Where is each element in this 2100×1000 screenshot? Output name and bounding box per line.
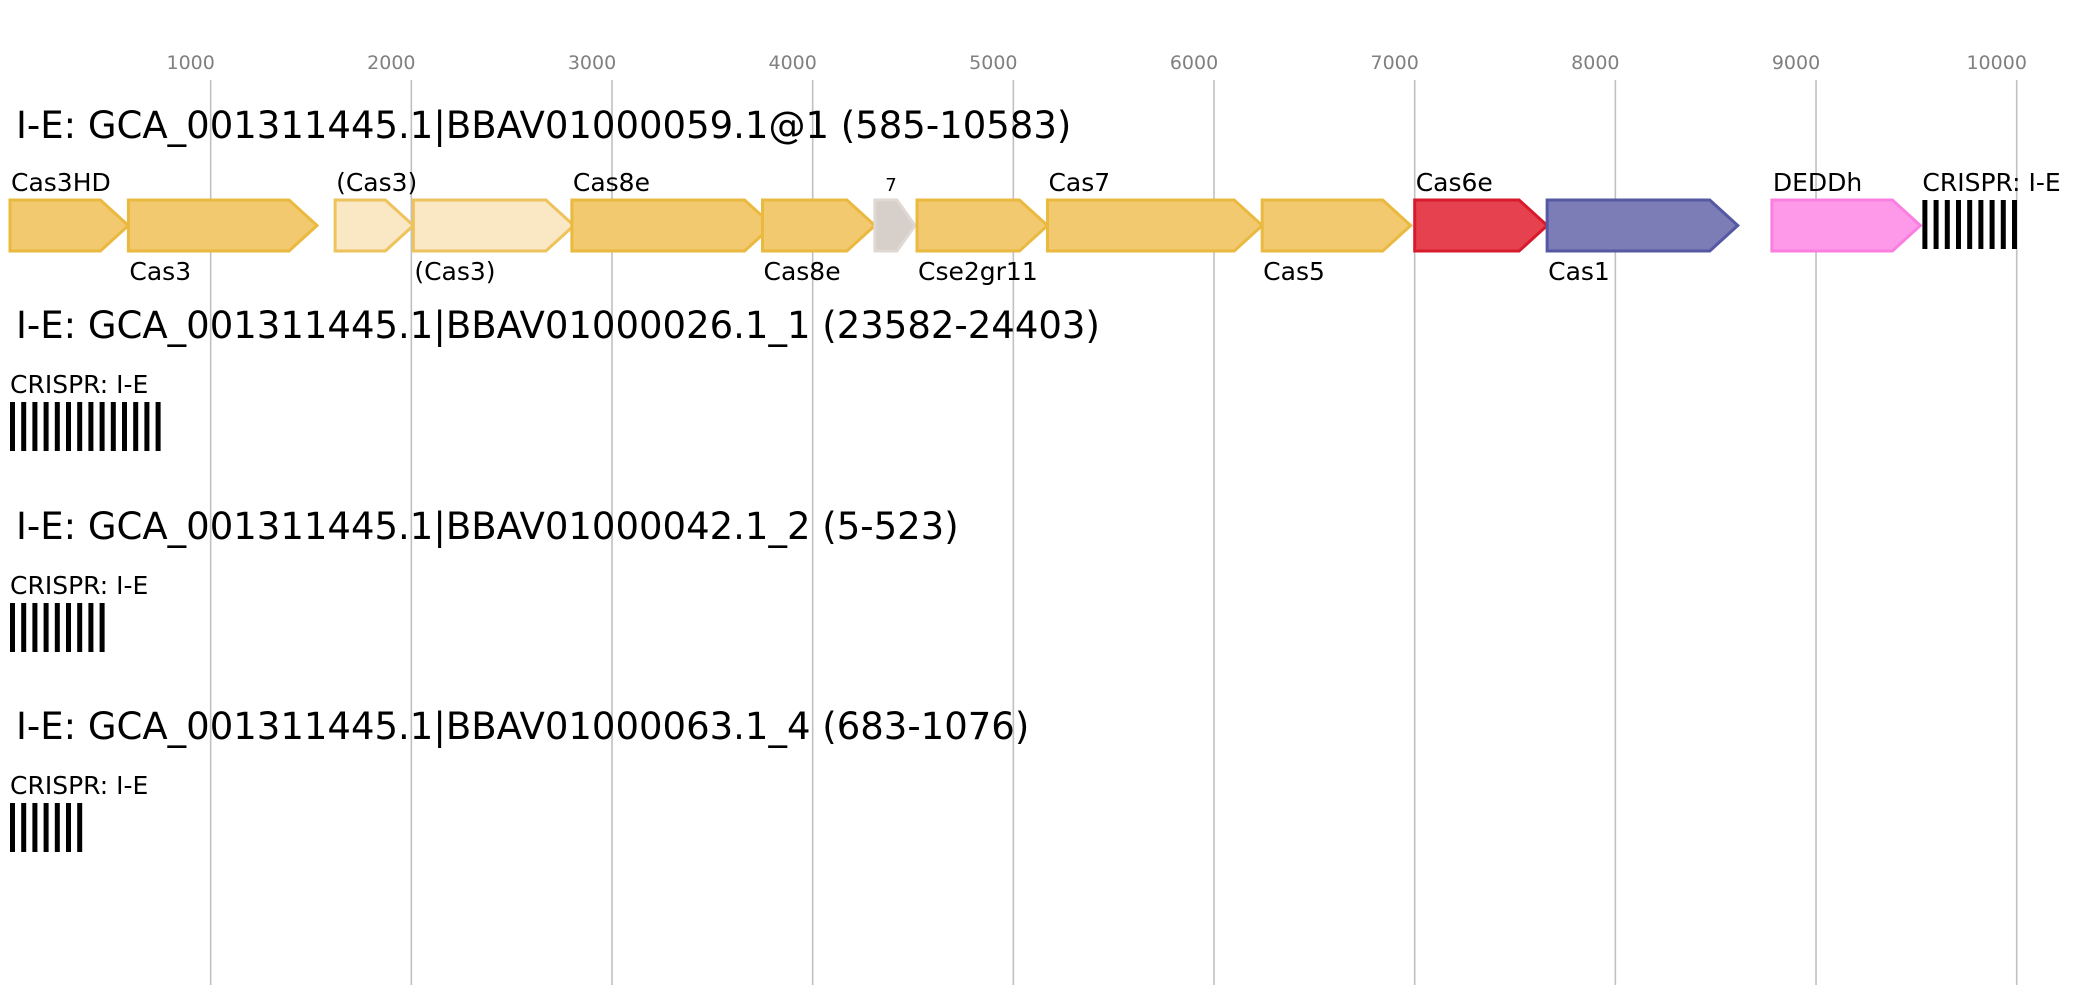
gene-label: Cas5 xyxy=(1263,257,1325,286)
crispr-repeat xyxy=(43,603,49,652)
crispr-array-label: CRISPR: I-E xyxy=(10,571,148,600)
gene-arrow[interactable] xyxy=(873,198,917,253)
crispr-repeat xyxy=(77,402,83,451)
gene-arrow[interactable] xyxy=(570,198,775,253)
crispr-repeat xyxy=(43,402,49,451)
tick-label: 9000 xyxy=(1772,52,1820,74)
crispr-repeat xyxy=(88,402,94,451)
axis-ticks: 1000 2000 3000 4000 5000 6000 7000 8000 9000 1000… xyxy=(166,52,2026,74)
locus-track: I-E: GCA_001311445.1|BBAV01000063.1_4 (6… xyxy=(10,705,1029,852)
crispr-repeat xyxy=(88,603,94,652)
loci: I-E: GCA_001311445.1|BBAV01000059.1@1 (5… xyxy=(8,104,2061,852)
tick-label: 7000 xyxy=(1371,52,1419,74)
gene-label: Cas3 xyxy=(129,257,191,286)
crispr-repeat xyxy=(155,402,161,451)
tick-label: 1000 xyxy=(166,52,214,74)
crispr-repeat xyxy=(54,803,60,852)
crispr-repeat xyxy=(1933,200,1939,249)
gene-label: DEDDh xyxy=(1773,168,1862,197)
tick-label: 8000 xyxy=(1571,52,1619,74)
crispr-repeat xyxy=(32,603,38,652)
crispr-repeat xyxy=(43,803,49,852)
crispr-repeat xyxy=(54,402,60,451)
crispr-repeat xyxy=(2011,200,2017,249)
tick-label: 10000 xyxy=(1966,52,2026,74)
crispr-repeat xyxy=(144,402,150,451)
crispr-repeat xyxy=(122,402,127,451)
gene-arrow[interactable] xyxy=(761,198,878,253)
crispr-repeat xyxy=(32,402,38,451)
tick-label: 2000 xyxy=(367,52,415,74)
gene-arrow[interactable] xyxy=(1045,198,1265,253)
crispr-repeat xyxy=(21,603,27,652)
crispr-repeat xyxy=(77,603,83,652)
crispr-repeat xyxy=(1967,200,1973,249)
crispr-repeat xyxy=(1922,200,1928,249)
crispr-repeat xyxy=(77,803,83,852)
gene-label: Cas1 xyxy=(1548,257,1610,286)
locus-title: I-E: GCA_001311445.1|BBAV01000059.1@1 (5… xyxy=(16,104,1071,147)
gene-arrow[interactable] xyxy=(915,198,1050,253)
gene-arrow[interactable] xyxy=(8,198,131,253)
locus-title: I-E: GCA_001311445.1|BBAV01000042.1_2 (5… xyxy=(16,505,959,548)
locus-track: I-E: GCA_001311445.1|BBAV01000026.1_1 (2… xyxy=(10,304,1100,451)
crispr-repeat xyxy=(99,603,105,652)
crispr-array-label: CRISPR: I-E xyxy=(10,771,148,800)
locus-track: I-E: GCA_001311445.1|BBAV01000042.1_2 (5… xyxy=(10,505,959,652)
crispr-repeat xyxy=(10,603,15,652)
crispr-repeat xyxy=(10,402,15,451)
tick-label: 3000 xyxy=(568,52,616,74)
gene-label: Cas6e xyxy=(1416,168,1493,197)
crispr-repeat xyxy=(66,803,71,852)
crispr-array-label: CRISPR: I-E xyxy=(10,370,148,399)
crispr-repeat xyxy=(32,803,38,852)
crispr-repeat xyxy=(54,603,60,652)
crispr-repeat xyxy=(10,803,15,852)
crispr-repeat xyxy=(66,402,71,451)
gene-arrow[interactable] xyxy=(1770,198,1923,253)
locus-title: I-E: GCA_001311445.1|BBAV01000063.1_4 (6… xyxy=(16,705,1029,748)
crispr-repeat xyxy=(66,603,71,652)
gene-arrow[interactable] xyxy=(1545,198,1740,253)
gene-arrow[interactable] xyxy=(1413,198,1550,253)
gene-arrow[interactable] xyxy=(411,198,577,253)
gene-label: Cas7 xyxy=(1048,168,1110,197)
crispr-repeat xyxy=(133,402,139,451)
crispr-repeat xyxy=(1989,200,1995,249)
tick-label: 6000 xyxy=(1170,52,1218,74)
crispr-repeat xyxy=(110,402,116,451)
crispr-repeat xyxy=(21,402,27,451)
tick-label: 5000 xyxy=(969,52,1017,74)
gene-label: (Cas3) xyxy=(414,257,495,286)
crispr-repeat xyxy=(2000,200,2006,249)
gene-label: Cas8e xyxy=(573,168,650,197)
gene-label: Cas3HD xyxy=(11,168,111,197)
tick-label: 4000 xyxy=(769,52,817,74)
crispr-repeat xyxy=(1978,200,1984,249)
gene-arrow[interactable] xyxy=(333,198,416,253)
gene-label: 7 xyxy=(885,175,896,196)
crispr-repeat xyxy=(99,402,105,451)
locus-track: I-E: GCA_001311445.1|BBAV01000059.1@1 (5… xyxy=(8,104,2061,286)
crispr-repeat xyxy=(1944,200,1950,249)
gene-arrow[interactable] xyxy=(126,198,320,253)
crispr-array-label: CRISPR: I-E xyxy=(1922,168,2060,197)
gene-arrow[interactable] xyxy=(1260,198,1413,253)
gene-label: (Cas3) xyxy=(336,168,417,197)
gene-label: Cse2gr11 xyxy=(918,257,1038,286)
crispr-repeat xyxy=(21,803,27,852)
gene-label: Cas8e xyxy=(764,257,841,286)
crispr-repeat xyxy=(1955,200,1961,249)
locus-title: I-E: GCA_001311445.1|BBAV01000026.1_1 (2… xyxy=(16,304,1100,347)
